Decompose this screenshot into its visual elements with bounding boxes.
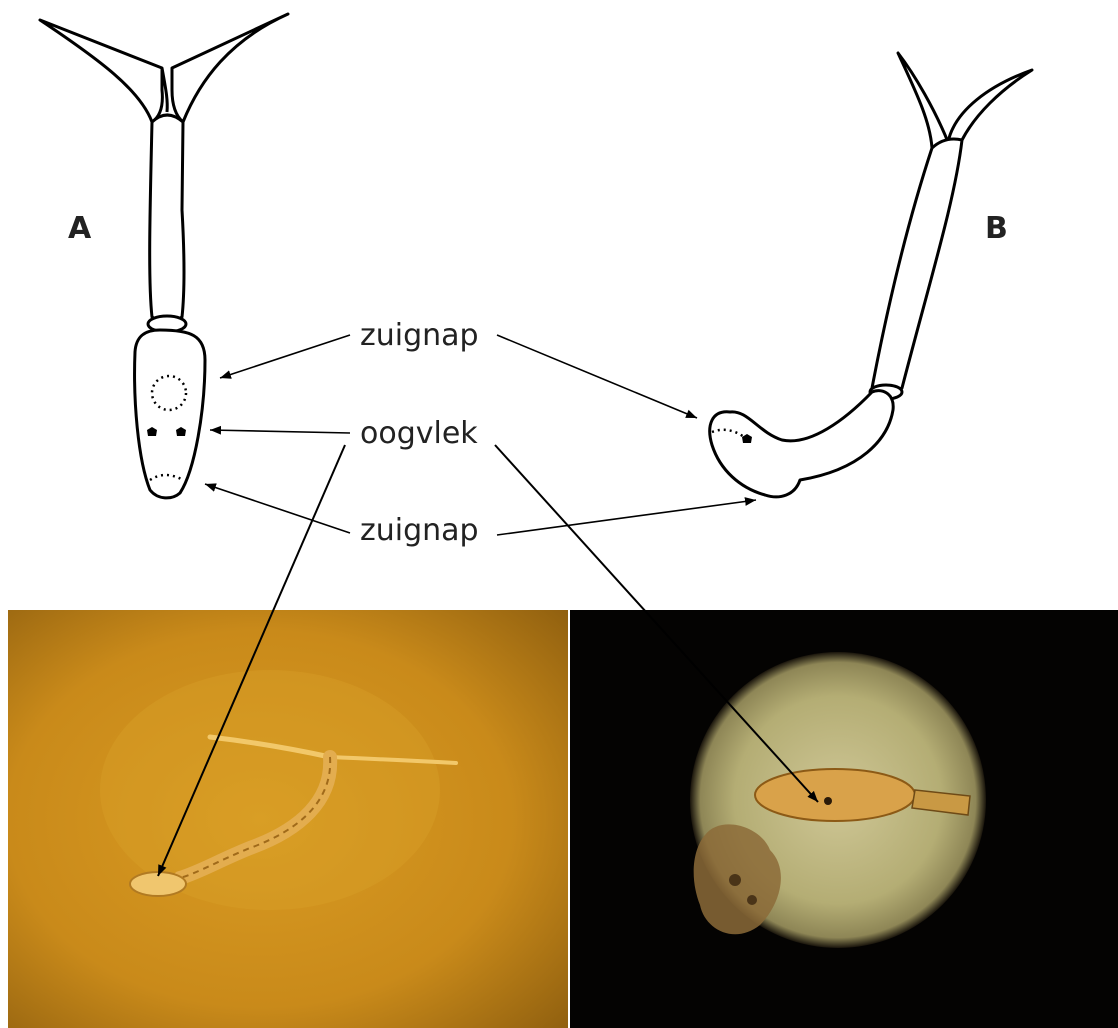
tail-fork-left-a — [40, 20, 162, 122]
label-sucker-top: zuignap — [360, 318, 479, 353]
tail-stem-a — [150, 115, 184, 321]
tail-fork-left-b — [898, 53, 948, 148]
photo-right — [570, 610, 1118, 1028]
body-a — [135, 330, 205, 498]
arrow-eyespot-a — [210, 430, 350, 433]
photo-left — [8, 610, 568, 1028]
label-eyespot: oogvlek — [360, 416, 478, 451]
label-b: B — [985, 211, 1008, 246]
drawing-b — [710, 53, 1032, 497]
arrow-sucker-top-b — [497, 335, 697, 418]
tail-fork-right-b — [948, 70, 1032, 143]
tail-stem-b — [872, 139, 962, 392]
arrow-sucker-bottom-b — [497, 500, 756, 535]
label-a: A — [68, 211, 92, 246]
body-b — [710, 391, 893, 497]
arrow-sucker-top-a — [220, 335, 350, 378]
specimen-body-b — [755, 769, 915, 821]
drawing-a — [40, 14, 288, 498]
tail-fork-right-a — [172, 14, 288, 122]
eyespot-photo — [824, 797, 832, 805]
label-sucker-bottom: zuignap — [360, 513, 479, 548]
arrow-sucker-bottom-a — [205, 484, 350, 533]
